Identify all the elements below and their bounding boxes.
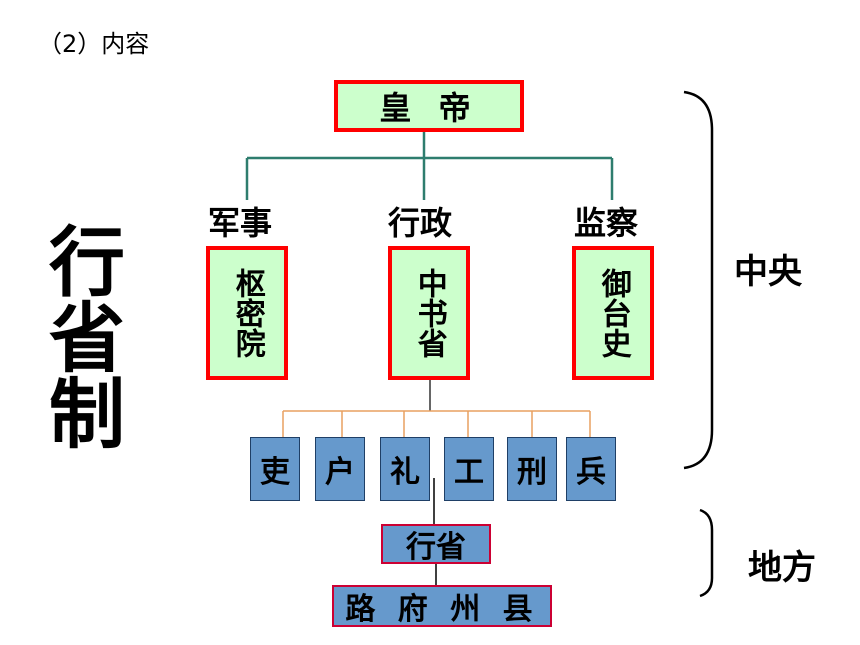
emperor-box: 皇 帝 — [334, 80, 524, 132]
office-yutaishi: 御台史 — [572, 246, 654, 380]
ministry-li-rites: 礼 — [380, 437, 430, 501]
office-shumiyuan: 枢密院 — [206, 246, 288, 380]
local-brace — [699, 508, 714, 598]
category-administration: 行政 — [388, 204, 453, 242]
big-title: 行省制 — [36, 222, 125, 450]
ministry-gong: 工 — [444, 437, 494, 501]
ministry-li-personnel: 吏 — [250, 437, 300, 501]
ministry-xing: 刑 — [507, 437, 557, 501]
central-brace — [683, 90, 714, 470]
ministry-bing: 兵 — [566, 437, 616, 501]
label-local: 地方 — [748, 548, 816, 588]
local-province: 行省 — [381, 524, 491, 565]
local-subdivisions: 路 府 州 县 — [332, 585, 552, 627]
ministry-hu: 户 — [315, 437, 365, 501]
category-military: 军事 — [208, 204, 273, 242]
section-title: （2）内容 — [38, 30, 150, 58]
category-supervision: 监察 — [574, 204, 639, 242]
label-central: 中央 — [734, 252, 802, 292]
office-zhongshusheng: 中书省 — [388, 246, 470, 380]
